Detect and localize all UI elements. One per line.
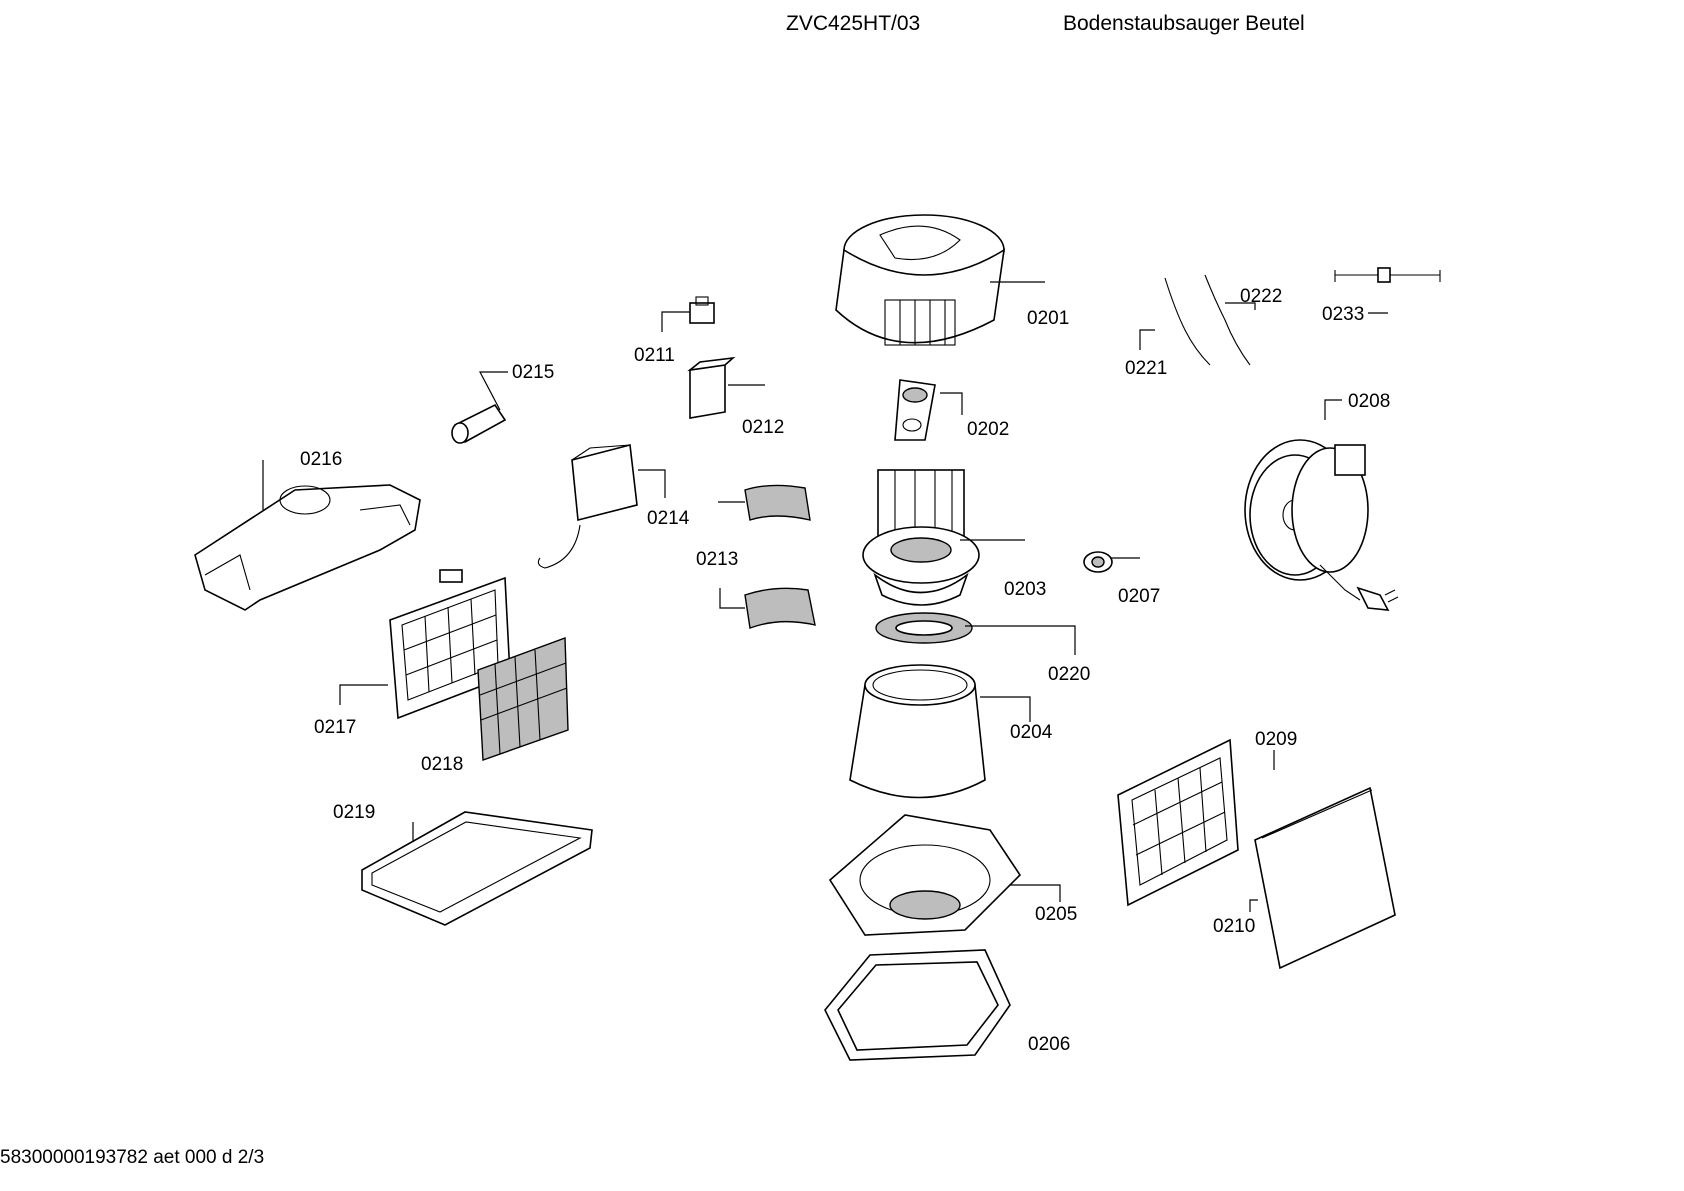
- part-0201-motor-cover[interactable]: [835, 214, 1045, 346]
- label-0204: 0204: [1010, 722, 1053, 743]
- part-0211-clip[interactable]: [661, 296, 715, 332]
- label-0214: 0214: [647, 508, 690, 529]
- part-0219-lid-seal[interactable]: [361, 811, 593, 926]
- model-number: ZVC425HT/03: [786, 12, 921, 35]
- part-0202-motor-holder[interactable]: [894, 379, 963, 441]
- part-0208-cable-reel[interactable]: [1244, 399, 1399, 611]
- label-0203: 0203: [1004, 579, 1046, 600]
- part-0205-motor-base[interactable]: [828, 814, 1061, 936]
- part-0213-foam-pad[interactable]: [718, 484, 816, 629]
- label-0205: 0205: [1035, 904, 1077, 925]
- part-0218-mesh-filter[interactable]: [477, 637, 569, 761]
- part-0220-seal-ring[interactable]: [875, 612, 1076, 655]
- label-0201: 0201: [1027, 308, 1069, 329]
- label-0212: 0212: [742, 417, 784, 438]
- part-0210-filter-pad[interactable]: [1249, 786, 1396, 970]
- label-0209: 0209: [1255, 729, 1297, 750]
- part-0204-exhaust-filter[interactable]: [849, 664, 1031, 799]
- label-0215: 0215: [512, 362, 554, 383]
- label-0210: 0210: [1213, 916, 1255, 937]
- label-0207: 0207: [1118, 586, 1160, 607]
- part-0222-cable[interactable]: [1204, 274, 1256, 366]
- label-0219: 0219: [333, 802, 375, 823]
- document-code: 58300000193782 aet 000 d 2/3: [0, 1147, 265, 1168]
- part-0214-bag-indicator[interactable]: [537, 443, 666, 569]
- part-0221-cable[interactable]: [1139, 277, 1211, 366]
- label-0220: 0220: [1048, 664, 1090, 685]
- label-0213: 0213: [696, 549, 738, 570]
- label-0208: 0208: [1348, 391, 1390, 412]
- label-0233: 0233: [1322, 304, 1364, 325]
- part-0206-base-gasket[interactable]: [824, 949, 1011, 1061]
- part-0207-knob[interactable]: [1083, 551, 1140, 573]
- label-0222: 0222: [1240, 286, 1282, 307]
- part-0233-connector-cable[interactable]: [1334, 267, 1441, 314]
- label-0211: 0211: [634, 345, 675, 366]
- part-0203-motor[interactable]: [862, 469, 1025, 606]
- label-0217: 0217: [314, 717, 356, 738]
- label-0216: 0216: [300, 449, 342, 470]
- label-0218: 0218: [421, 754, 463, 775]
- diagram-title: Bodenstaubsauger Beutel: [1063, 12, 1305, 35]
- label-0221: 0221: [1125, 358, 1167, 379]
- part-labels: 0201 0202 0203 0204 0205 0206 0207 0208 …: [300, 286, 1390, 1055]
- part-0209-filter-frame[interactable]: [1117, 738, 1275, 907]
- part-0212-holder[interactable]: [687, 356, 765, 419]
- part-0216-handle-frame[interactable]: [194, 460, 421, 611]
- label-0202: 0202: [967, 419, 1009, 440]
- part-0215-pin[interactable]: [451, 371, 508, 444]
- label-0206: 0206: [1028, 1034, 1070, 1055]
